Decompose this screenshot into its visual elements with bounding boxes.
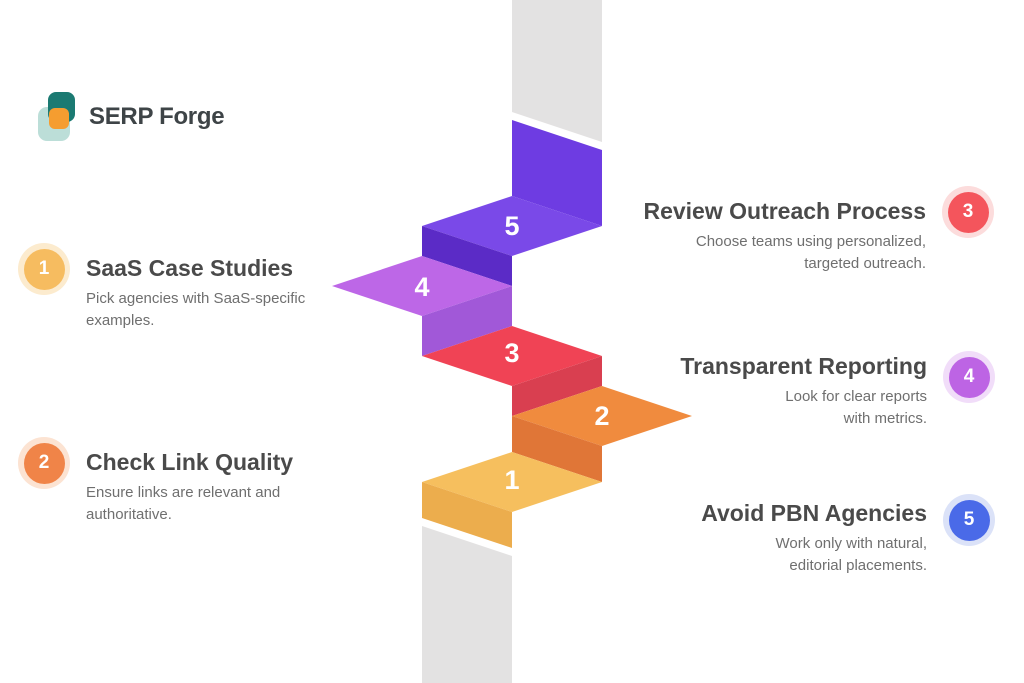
step-4-right-side: [422, 286, 512, 356]
step-3-badge: 3: [947, 191, 989, 233]
step-1-left-side: [422, 482, 512, 548]
info-item-4: Transparent Reporting Look for clear rep…: [607, 351, 995, 429]
item-1-description: Pick agencies with SaaS-specific example…: [86, 290, 306, 329]
step-3-badge-halo: 3: [942, 186, 994, 238]
item-3-title: Review Outreach Process: [643, 198, 926, 224]
info-item-5: Avoid PBN Agencies Work only with natura…: [607, 494, 995, 576]
item-2-title: Check Link Quality: [86, 449, 294, 475]
logo-text: SERP Forge: [89, 103, 225, 130]
step-1-badge: 1: [23, 248, 65, 290]
item-1-title: SaaS Case Studies: [86, 255, 294, 281]
item-1-text: SaaS Case Studies Pick agencies with Saa…: [86, 243, 305, 331]
step-4-badge: 4: [948, 356, 990, 398]
step-3-right-side: [512, 356, 602, 416]
item-4-text: Transparent Reporting Look for clear rep…: [607, 351, 927, 429]
logo-square-orange-icon: [49, 108, 69, 129]
item-5-description: Work only with natural, editorial placem…: [775, 535, 927, 574]
step-1-badge-halo: 1: [18, 243, 70, 295]
info-item-1: 1 SaaS Case Studies Pick agencies with S…: [18, 243, 305, 331]
step-2-left-side: [512, 416, 602, 482]
info-item-3: Review Outreach Process Choose teams usi…: [606, 186, 994, 274]
column-bottom-segment: [422, 526, 512, 683]
item-5-title: Avoid PBN Agencies: [701, 500, 927, 526]
item-3-description: Choose teams using personalized, targete…: [695, 233, 926, 272]
step-4-number: 4: [414, 272, 429, 302]
item-3-text: Review Outreach Process Choose teams usi…: [606, 186, 926, 274]
step-2-number: 2: [594, 401, 609, 431]
logo-icon: [38, 92, 76, 142]
item-5-text: Avoid PBN Agencies Work only with natura…: [607, 494, 927, 576]
step-5-number: 5: [504, 211, 519, 241]
item-2-description: Ensure links are relevant and authoritat…: [86, 484, 281, 523]
item-2-text: Check Link Quality Ensure links are rele…: [86, 437, 293, 525]
column-top-segment: [512, 0, 602, 142]
step-2-badge: 2: [23, 442, 65, 484]
info-item-2: 2 Check Link Quality Ensure links are re…: [18, 437, 293, 525]
step-1-number: 1: [504, 465, 519, 495]
step-5-riser: [512, 120, 602, 226]
logo: SERP Forge: [38, 92, 225, 142]
step-3-number: 3: [504, 338, 519, 368]
step-5-left-side: [422, 226, 512, 286]
step-5-badge-halo: 5: [943, 494, 995, 546]
item-4-description: Look for clear reports with metrics.: [785, 388, 927, 427]
step-5-badge: 5: [948, 499, 990, 541]
step-4-badge-halo: 4: [943, 351, 995, 403]
step-2-badge-halo: 2: [18, 437, 70, 489]
item-4-title: Transparent Reporting: [680, 353, 927, 379]
